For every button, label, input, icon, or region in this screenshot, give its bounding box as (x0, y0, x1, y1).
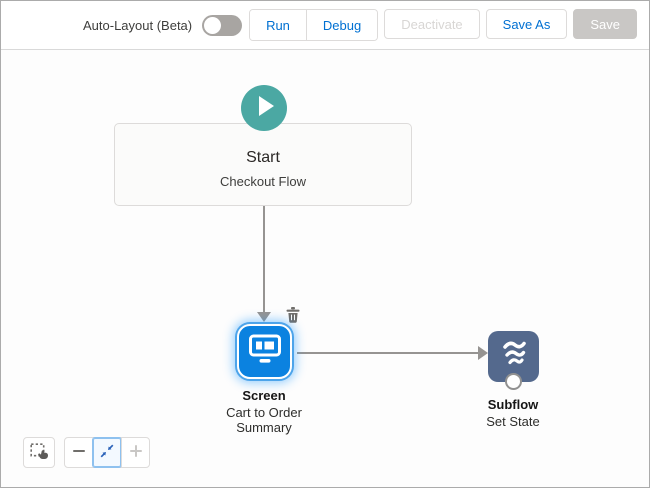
connector-arrowhead-down (257, 312, 271, 322)
minus-icon (72, 444, 86, 461)
screen-node[interactable] (237, 324, 292, 379)
save-button[interactable]: Save (573, 9, 637, 39)
deactivate-button[interactable]: Deactivate (384, 9, 480, 39)
top-toolbar: Auto-Layout (Beta) Run Debug Deactivate … (1, 1, 649, 50)
collapse-arrows-icon (99, 443, 115, 462)
start-node-button[interactable] (241, 85, 287, 131)
subflow-node-type: Subflow (487, 397, 539, 412)
connector-start-to-screen (263, 206, 265, 312)
toggle-knob (204, 16, 222, 34)
monitor-icon (248, 333, 282, 370)
zoom-out-button[interactable] (65, 438, 93, 467)
start-node-title: Start (246, 149, 280, 166)
trash-icon (286, 306, 300, 326)
connector-arrowhead-right (478, 346, 488, 360)
zoom-in-button[interactable] (121, 438, 149, 467)
auto-layout-control: Auto-Layout (Beta) (83, 14, 243, 36)
fit-to-view-button[interactable] (92, 437, 122, 468)
delete-element-button[interactable] (284, 306, 302, 326)
auto-layout-label: Auto-Layout (Beta) (83, 17, 193, 33)
screen-node-type: Screen (242, 388, 286, 403)
zoom-toolbar (64, 437, 150, 468)
select-elements-button[interactable] (23, 437, 55, 468)
save-as-button[interactable]: Save As (485, 9, 568, 39)
start-node-subtitle: Checkout Flow (220, 174, 306, 189)
screen-node-name: Cart to Order Summary (226, 405, 302, 435)
auto-layout-toggle[interactable] (202, 14, 243, 36)
plus-icon (129, 444, 143, 461)
subflow-node-name: Set State (486, 414, 540, 429)
screen-node-label: Screen Cart to Order Summary (194, 388, 334, 435)
marquee-hand-icon (29, 442, 49, 463)
debug-button[interactable]: Debug (305, 10, 378, 40)
run-debug-group: Run Debug (249, 9, 379, 41)
subflow-node-label: Subflow Set State (453, 397, 573, 429)
run-button[interactable]: Run (250, 10, 306, 40)
toolbar-buttons: Run Debug Deactivate Save As Save (249, 9, 637, 41)
play-icon (241, 83, 287, 134)
connector-screen-to-subflow (297, 352, 478, 354)
start-node-card[interactable]: Start Checkout Flow (114, 123, 412, 206)
waves-icon (498, 337, 530, 376)
subflow-connector-port[interactable] (505, 373, 522, 390)
